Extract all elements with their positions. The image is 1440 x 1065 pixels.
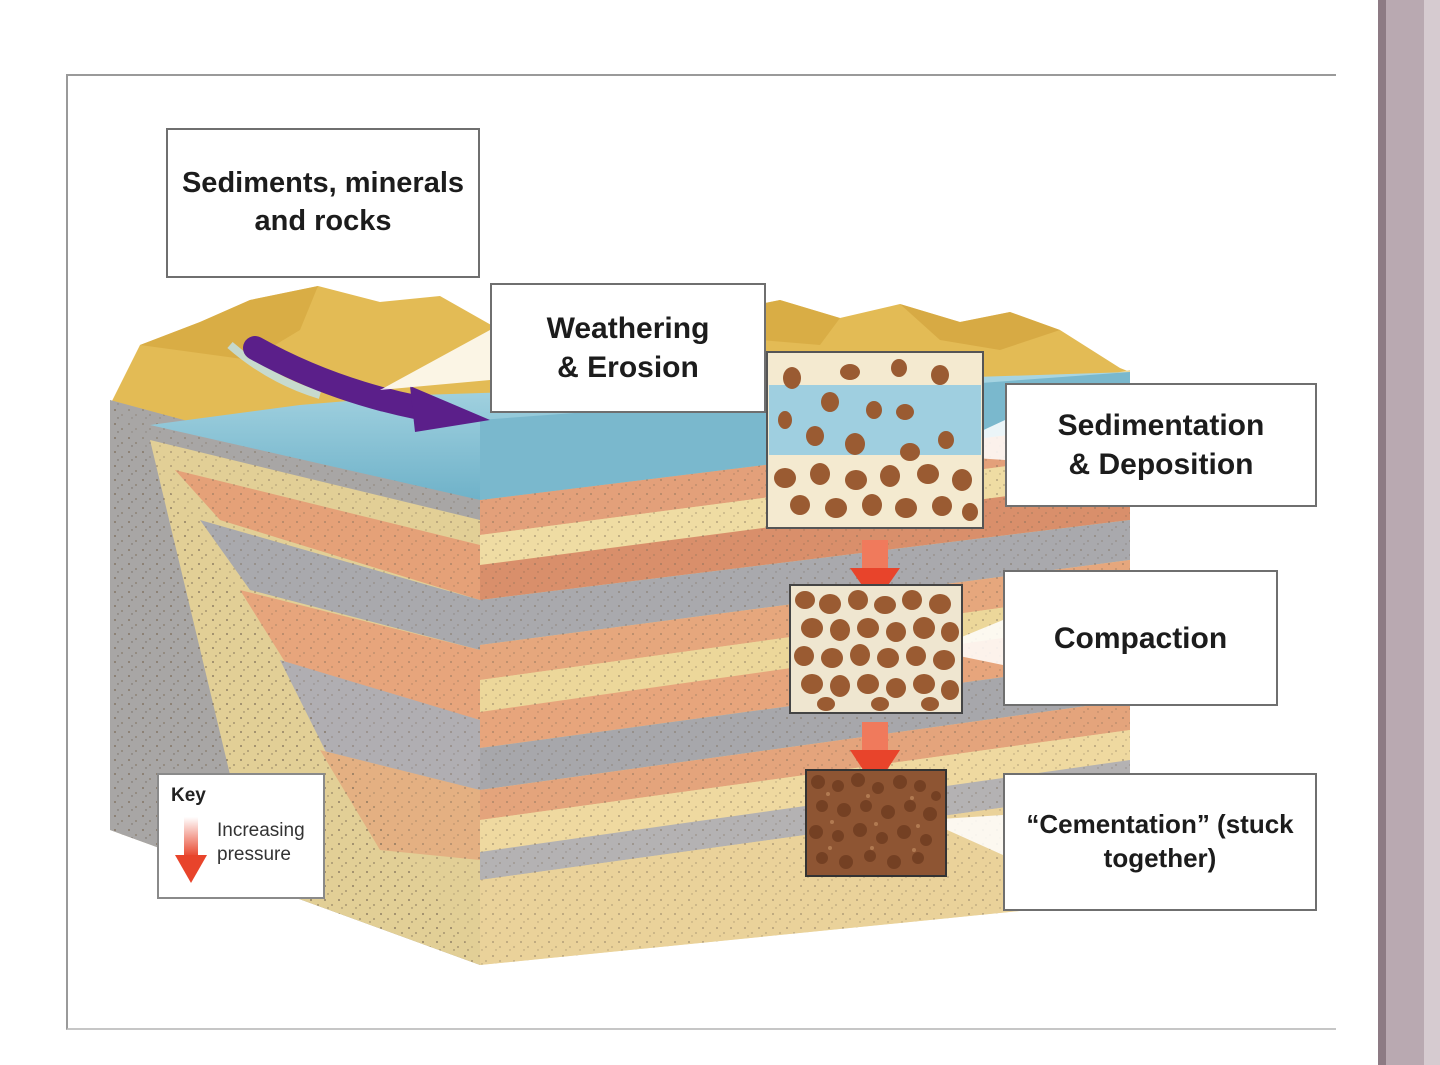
compaction-label: Compaction: [1053, 621, 1228, 655]
compaction-label-box: Compaction: [1003, 570, 1278, 706]
key-description: Increasing pressure: [217, 820, 305, 865]
sediments-label: Sediments, minerals and rocks: [181, 167, 465, 237]
sediments-label-box: Sediments, minerals and rocks: [166, 128, 480, 278]
sedimentation-label: Sedimentation & Deposition: [1057, 409, 1265, 481]
key-legend: Key Increasing pressure: [157, 773, 325, 899]
cementation-label: “Cementation” (stuck together): [1026, 809, 1294, 873]
window-edge-strip: [1378, 0, 1440, 1065]
compaction-inset: [789, 584, 963, 714]
weathering-label: Weathering & Erosion: [546, 312, 710, 384]
weathering-pointer: [380, 330, 490, 390]
down-arrow-icon: [175, 817, 207, 883]
cementation-label-box: “Cementation” (stuck together): [1003, 773, 1317, 911]
curved-arrow-icon: [243, 336, 490, 432]
weathering-label-box: Weathering & Erosion: [490, 283, 766, 413]
sedimentation-label-box: Sedimentation & Deposition: [1005, 383, 1317, 507]
sedimentation-inset: [766, 351, 984, 529]
cementation-inset: [805, 769, 947, 877]
key-title: Key: [171, 785, 206, 806]
